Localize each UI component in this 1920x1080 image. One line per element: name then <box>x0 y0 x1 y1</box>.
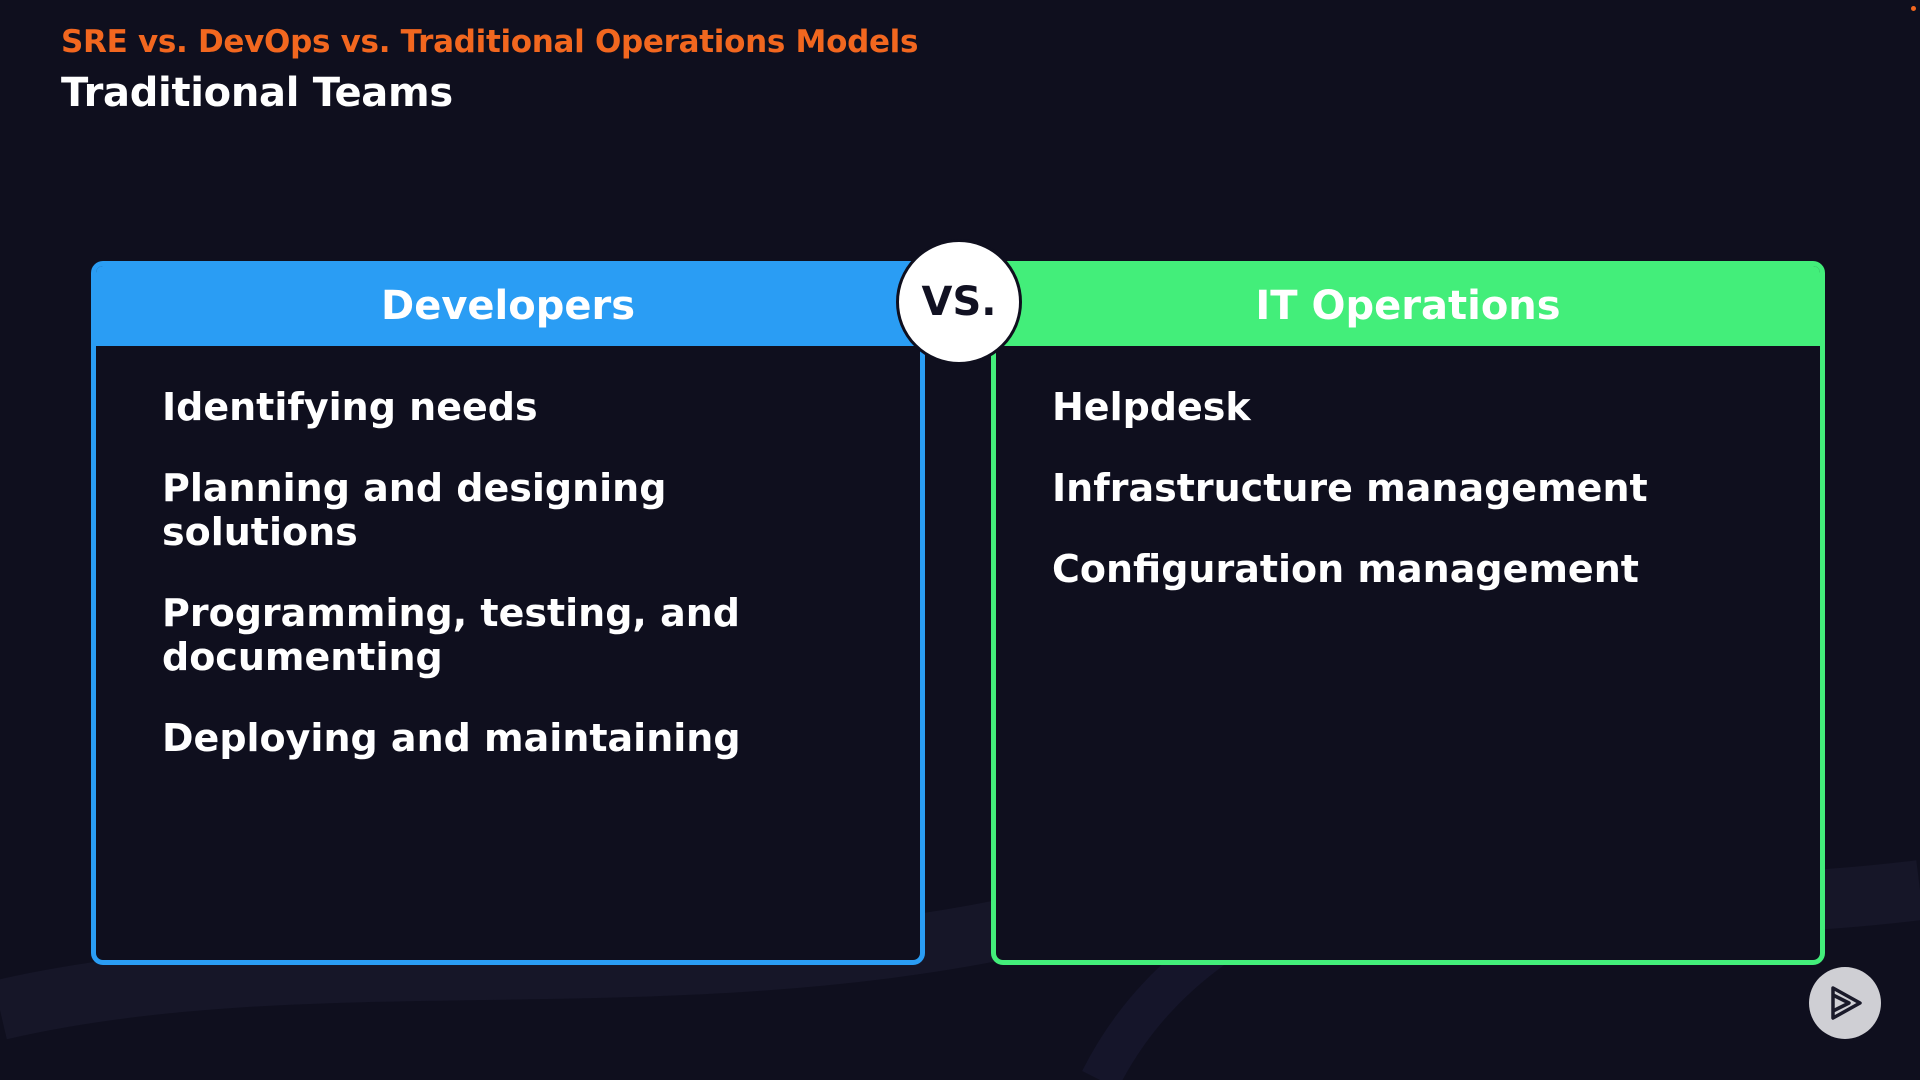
developers-header: Developers <box>96 266 920 346</box>
list-item: Infrastructure management <box>1052 466 1648 510</box>
list-item: Configuration management <box>1052 547 1639 591</box>
vs-badge: VS. <box>896 239 1022 365</box>
page-title: Traditional Teams <box>61 70 453 116</box>
list-item: Deploying and maintaining <box>162 716 741 760</box>
it-operations-panel: IT Operations Helpdesk Infrastructure ma… <box>991 261 1825 965</box>
play-logo-icon <box>1831 986 1862 1020</box>
list-item: Programming, testing, and documenting <box>162 591 740 679</box>
deck-subtitle: SRE vs. DevOps vs. Traditional Operation… <box>61 24 919 60</box>
it-operations-header: IT Operations <box>996 266 1820 346</box>
developers-panel: Developers Identifying needs Planning an… <box>91 261 925 965</box>
developers-list: Identifying needs Planning and designing… <box>162 385 862 797</box>
list-item: Helpdesk <box>1052 385 1251 429</box>
corner-dot <box>1911 6 1916 11</box>
list-item: Identifying needs <box>162 385 538 429</box>
it-operations-list: Helpdesk Infrastructure management Confi… <box>1052 385 1772 628</box>
list-item: Planning and designing solutions <box>162 466 667 554</box>
play-button[interactable] <box>1809 967 1881 1039</box>
